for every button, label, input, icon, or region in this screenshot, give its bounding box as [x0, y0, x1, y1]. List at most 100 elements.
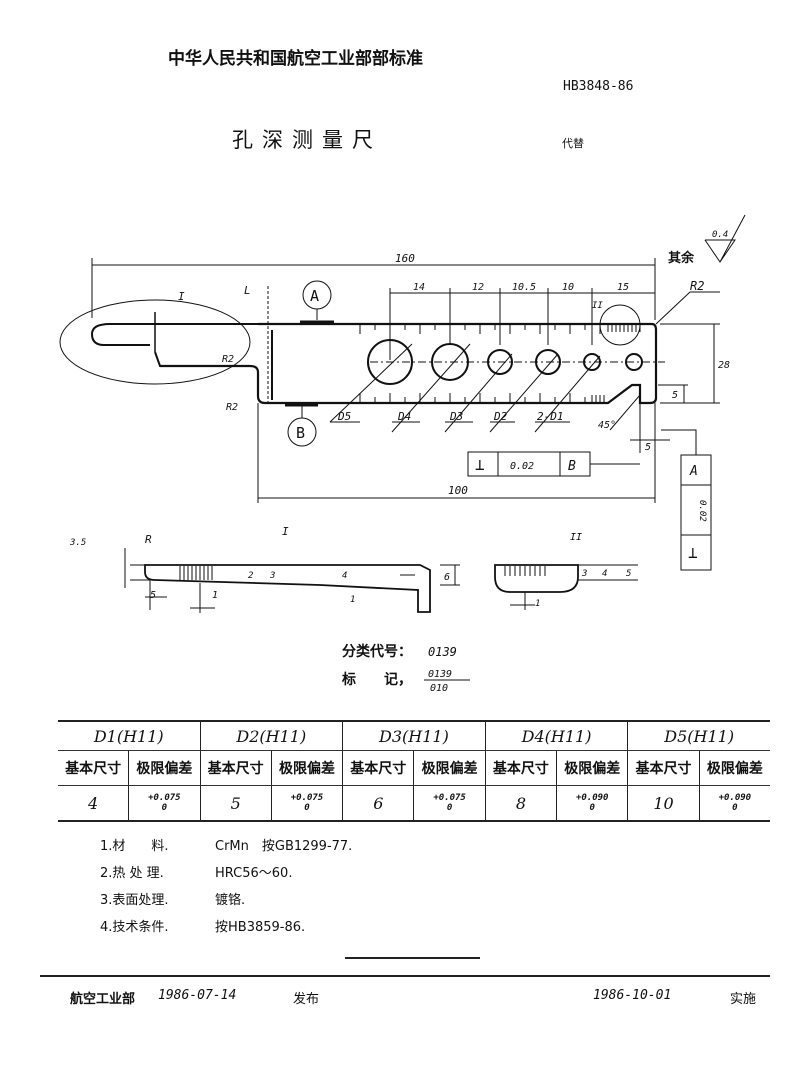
dim-5: 5	[672, 390, 678, 401]
group-header-D1: D1(H11)	[58, 721, 200, 751]
upper-deviation: +0.090	[575, 793, 609, 803]
datum-B: B	[296, 424, 305, 442]
detail-II-dim-4: 4	[602, 569, 607, 579]
dim-L: L	[244, 284, 251, 297]
basic-size-D4: 8	[484, 785, 557, 821]
section-II-label: II	[592, 301, 603, 311]
subheader-basic: 基本尺寸	[342, 750, 414, 786]
group-header-D4: D4(H11)	[484, 721, 628, 751]
hole-label-D5: D5	[337, 410, 351, 423]
basic-size-D1: 4	[88, 793, 99, 813]
upper-deviation: +0.075	[290, 793, 324, 803]
detail-II-label: II	[570, 532, 582, 543]
note-1: 1.材 料.CrMn 按GB1299-77.	[100, 835, 352, 854]
mark-denominator: 010	[430, 683, 448, 694]
detail-I-dim-3: 3	[269, 571, 275, 581]
dim-spacing-5: 15	[617, 282, 629, 293]
upper-deviation: +0.075	[148, 793, 181, 803]
hole-label-D3: D3	[449, 410, 463, 423]
lower-deviation: 0	[304, 803, 310, 813]
basic-size-D2: 5	[199, 785, 272, 821]
fcf-tolerance: 0.02	[510, 461, 534, 472]
end-divider	[345, 957, 480, 959]
note-2: 2.热 处 理. HRC56～60.	[100, 862, 292, 881]
dim-spacing-4: 10	[562, 282, 574, 293]
fcf-vertical-datum: A	[689, 464, 698, 479]
dim-5-bottom: 5	[645, 442, 651, 453]
group-header-D5: D5(H11)	[627, 721, 770, 751]
dim-spacing-1: 14	[413, 282, 425, 293]
roughness-value: 0.4	[712, 230, 728, 240]
subheader-deviation: 极限偏差	[128, 750, 200, 786]
note-value: CrMn 按GB1299-77.	[215, 839, 353, 854]
note-label: 2.热 处 理.	[100, 866, 164, 881]
table-subheader-row: 基本尺寸 极限偏差 基本尺寸 极限偏差 基本尺寸 极限偏差 基本尺寸 极限偏差 …	[58, 750, 770, 786]
detail-I-dim-1: 1	[212, 590, 218, 601]
classification-code: 0139	[428, 645, 457, 659]
detail-I-dim-3.5: 3.5	[69, 538, 86, 548]
radius-R2-bottom: R2	[226, 402, 238, 413]
subheader-deviation: 极限偏差	[698, 750, 770, 786]
detail-I-dim-6: 6	[444, 572, 450, 583]
dim-160: 160	[395, 252, 415, 265]
note-value: HRC56～60.	[215, 866, 293, 881]
fcf-symbol: ⊥	[475, 455, 485, 474]
classification-label: 分类代号：	[342, 643, 412, 660]
tolerance-table: D1(H11) D2(H11) D3(H11) D4(H11) D5(H11) …	[58, 720, 770, 822]
basic-size-D3: 6	[342, 785, 414, 821]
technical-drawing: 160 14 12 10.5 10 15 I II L A B R2 R2 R2…	[59, 214, 746, 694]
detail-I-dim-4: 4	[342, 571, 347, 581]
fcf-vertical-tolerance: 0.02	[697, 500, 707, 522]
group-header-D2: D2(H11)	[199, 721, 343, 751]
section-I-label: I	[178, 290, 185, 303]
lower-deviation: 0	[732, 803, 738, 813]
mark-label: 标 记，	[341, 671, 412, 688]
subheader-basic: 基本尺寸	[484, 750, 557, 786]
standard-code: HB3848-86	[563, 79, 634, 94]
issuing-organization: 中华人民共和国航空工业部部标准	[168, 49, 423, 69]
fcf-datum: B	[568, 459, 576, 474]
subheader-deviation: 极限偏差	[556, 750, 628, 786]
dim-spacing-2: 12	[472, 282, 484, 293]
dim-100: 100	[448, 484, 468, 497]
detail-I-dim-1b: 1	[350, 595, 355, 605]
footer-issued: 发布	[293, 992, 320, 1007]
dim-spacing-3: 10.5	[512, 282, 536, 293]
lower-deviation: 0	[161, 803, 168, 813]
footer-divider	[40, 975, 770, 977]
group-header-D3: D3(H11)	[342, 721, 486, 751]
fcf-vertical-symbol: ⊥	[688, 543, 698, 562]
roughness-label: 其余	[668, 250, 695, 266]
basic-size-D5: 10	[627, 785, 700, 821]
mark-numerator: 0139	[428, 669, 452, 680]
radius-R2-handle: R2	[222, 354, 234, 365]
datum-A: A	[310, 287, 319, 305]
hole-label-D4: D4	[397, 410, 411, 423]
upper-deviation: +0.090	[718, 793, 752, 803]
subheader-basic: 基本尺寸	[199, 750, 272, 786]
footer-effective-date: 1986-10-01	[593, 988, 672, 1003]
detail-I-dim-2: 2	[248, 571, 253, 581]
replaces-label: 代替	[562, 137, 584, 150]
subheader-deviation: 极限偏差	[413, 750, 486, 786]
document-title: 孔深测量尺	[232, 128, 382, 152]
note-value: 镀铬.	[215, 893, 246, 908]
detail-I-dim-R: R	[145, 533, 152, 546]
upper-deviation: +0.075	[433, 793, 466, 803]
subheader-basic: 基本尺寸	[627, 750, 700, 786]
hole-label-2-D1: 2-D1	[537, 410, 564, 423]
footer-implemented: 实施	[730, 992, 757, 1007]
radius-R2-right: R2	[690, 279, 704, 293]
detail-II-dim-3: 3	[581, 569, 587, 579]
detail-II-dim-1: 1	[535, 599, 540, 609]
detail-I-label: I	[282, 525, 289, 538]
angle-45: 45°	[598, 420, 616, 431]
footer-issue-date: 1986-07-14	[158, 988, 237, 1003]
footer-issuer: 航空工业部	[70, 992, 136, 1007]
